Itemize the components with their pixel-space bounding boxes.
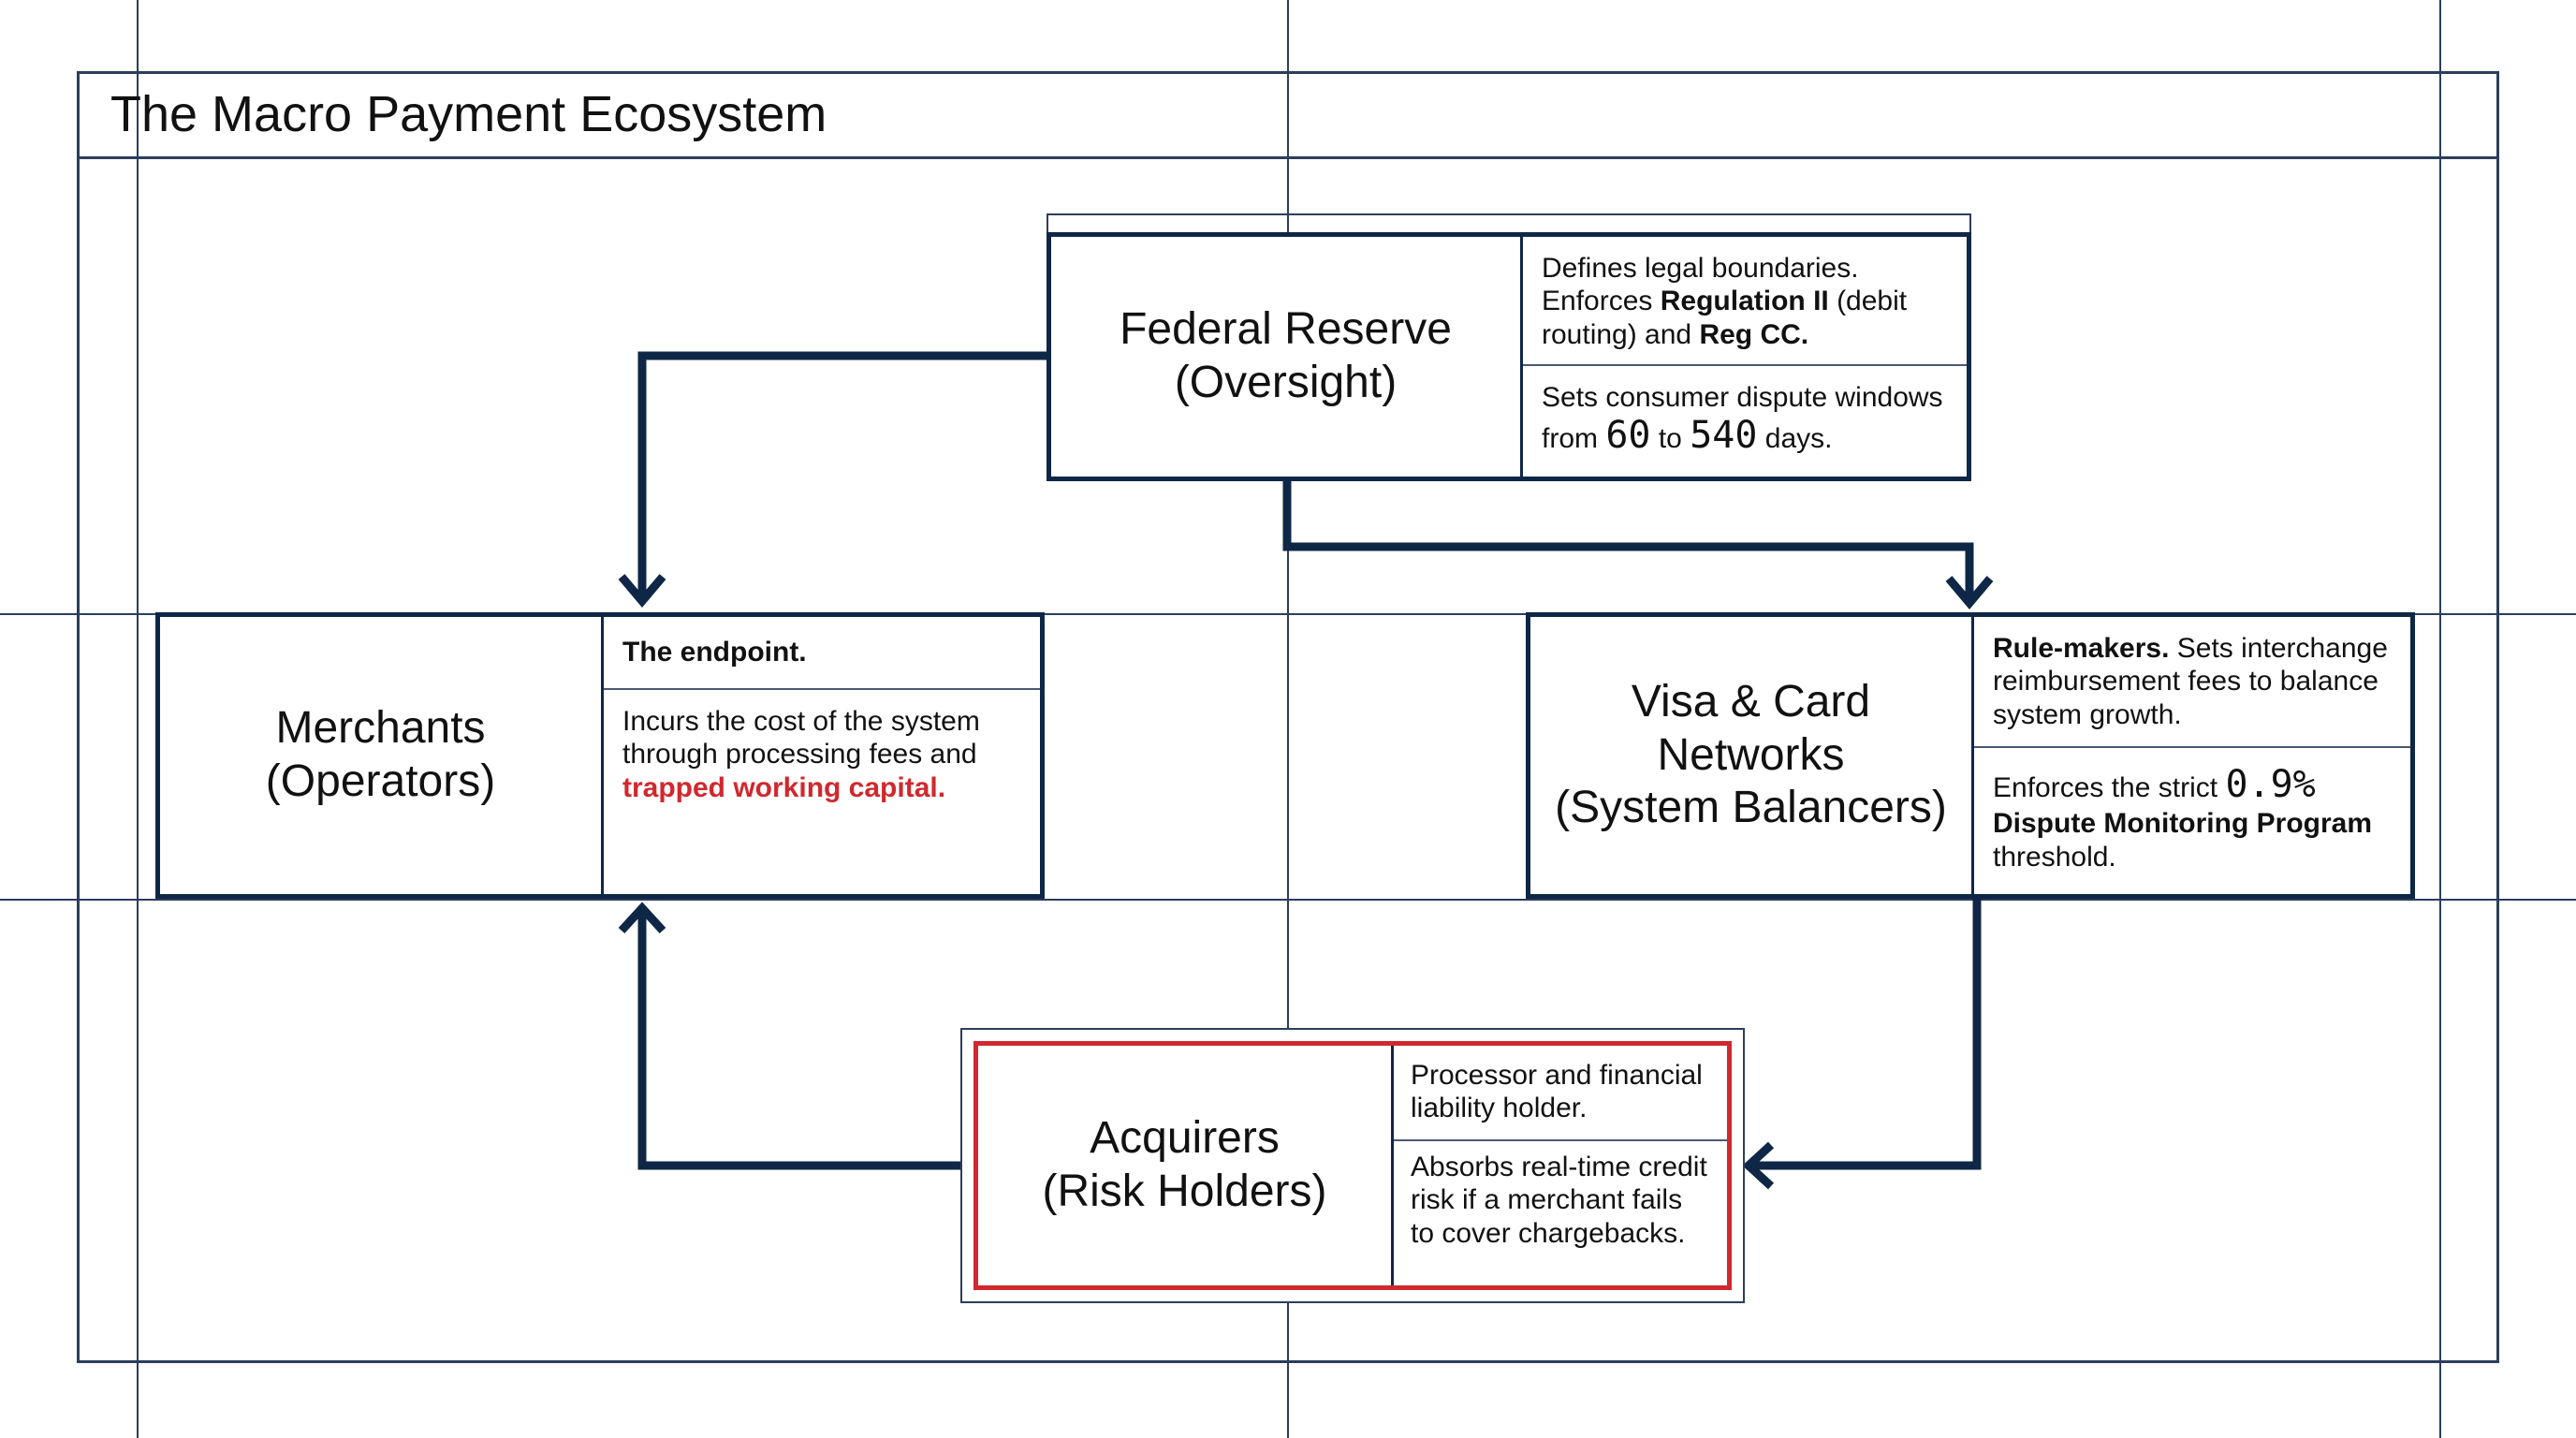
acquirers-info: Processor and financial liability holder… bbox=[1394, 1046, 1727, 1285]
arrowhead-acquirers-right bbox=[1742, 1141, 1775, 1190]
visa-threshold-text: threshold. bbox=[1993, 841, 2116, 873]
page-title: The Macro Payment Ecosystem bbox=[110, 85, 827, 142]
visa-networks-cell-1: Rule-makers. Sets interchange reimbursem… bbox=[1974, 617, 2410, 746]
visa-networks-info: Rule-makers. Sets interchange reimbursem… bbox=[1974, 617, 2410, 894]
visa-subtitle: (System Balancers) bbox=[1555, 783, 1947, 833]
merchants-cost-text: Incurs the cost of the system through pr… bbox=[622, 706, 980, 770]
visa-title-2: Networks bbox=[1657, 729, 1845, 780]
title-bar: The Macro Payment Ecosystem bbox=[77, 71, 2499, 159]
fed-text-2: (debit routing) and bbox=[1542, 286, 1908, 350]
merchants-endpoint: The endpoint. bbox=[622, 637, 807, 668]
fed-regulation-ii: Regulation II bbox=[1660, 286, 1829, 317]
arrow-fed-to-visa bbox=[1282, 479, 1974, 601]
acquirers-title: Acquirers bbox=[1090, 1113, 1280, 1164]
visa-interchange-text: Sets interchange reimbursement fees to b… bbox=[1993, 633, 2388, 730]
arrow-visa-to-acquirers bbox=[1750, 897, 1982, 1170]
visa-networks-node: Visa & Card Networks (System Balancers) … bbox=[1526, 612, 2415, 899]
acquirers-subtitle: (Risk Holders) bbox=[1042, 1167, 1327, 1216]
grid-line-h2 bbox=[0, 899, 2576, 901]
acquirers-role-text: Processor and financial liability holder… bbox=[1411, 1060, 1703, 1124]
grid-line-v1 bbox=[137, 0, 139, 1438]
merchants-title: Merchants bbox=[275, 703, 486, 754]
arrowhead-visa-top bbox=[1945, 576, 1994, 609]
merchants-node: Merchants (Operators) The endpoint. Incu… bbox=[155, 612, 1045, 899]
visa-dmp-name: Dispute Monitoring Program bbox=[1993, 808, 2372, 840]
federal-reserve-name: Federal Reserve (Oversight) bbox=[1051, 237, 1523, 477]
fed-text-1: Defines legal boundaries. Enforces bbox=[1542, 253, 1859, 317]
visa-rule-makers: Rule-makers. bbox=[1993, 633, 2170, 664]
merchants-subtitle: (Operators) bbox=[265, 756, 496, 806]
visa-threshold-value: 0.9% bbox=[2225, 763, 2316, 806]
arrowhead-merchants-top bbox=[618, 574, 666, 608]
merchants-cell-1: The endpoint. bbox=[604, 617, 1040, 688]
acquirers-cell-1: Processor and financial liability holder… bbox=[1394, 1046, 1727, 1139]
acquirers-risk-text: Absorbs real-time credit risk if a merch… bbox=[1411, 1152, 1707, 1249]
fed-window-min: 60 bbox=[1605, 414, 1651, 458]
diagram-frame bbox=[77, 71, 2499, 1363]
grid-line-h1 bbox=[0, 613, 2576, 615]
grid-line-v2 bbox=[1287, 0, 1289, 1438]
federal-reserve-title: Federal Reserve bbox=[1120, 304, 1452, 355]
federal-reserve-info: Defines legal boundaries. Enforces Regul… bbox=[1523, 237, 1967, 477]
fed-window-text-3: days. bbox=[1757, 423, 1833, 455]
merchants-trapped-capital: trapped working capital. bbox=[622, 771, 946, 803]
visa-title-1: Visa & Card bbox=[1631, 677, 1871, 727]
arrow-acquirers-to-merchants bbox=[637, 908, 977, 1170]
merchants-cell-2: Incurs the cost of the system through pr… bbox=[604, 688, 1040, 894]
fed-reg-cc: Reg CC. bbox=[1699, 318, 1809, 350]
visa-networks-name: Visa & Card Networks (System Balancers) bbox=[1530, 617, 1974, 894]
visa-networks-cell-2: Enforces the strict 0.9% Dispute Monitor… bbox=[1974, 746, 2410, 894]
acquirers-name: Acquirers (Risk Holders) bbox=[978, 1046, 1394, 1285]
grid-line-v3 bbox=[2439, 0, 2441, 1438]
acquirers-node: Acquirers (Risk Holders) Processor and f… bbox=[973, 1041, 1732, 1290]
federal-reserve-node: Federal Reserve (Oversight) Defines lega… bbox=[1046, 232, 1971, 481]
federal-reserve-subtitle: (Oversight) bbox=[1174, 358, 1398, 407]
federal-reserve-cell-2: Sets consumer dispute windows from 60 to… bbox=[1523, 364, 1967, 477]
federal-reserve-cell-1: Defines legal boundaries. Enforces Regul… bbox=[1523, 237, 1967, 364]
fed-window-max: 540 bbox=[1690, 414, 1758, 458]
merchants-info: The endpoint. Incurs the cost of the sys… bbox=[604, 617, 1040, 894]
arrow-fed-to-merchants bbox=[637, 351, 1048, 599]
fed-window-text-2: to bbox=[1650, 423, 1690, 455]
visa-enforces-text: Enforces the strict bbox=[1993, 772, 2226, 803]
fed-window-text-1: Sets consumer dispute windows from bbox=[1542, 382, 1943, 455]
merchants-name: Merchants (Operators) bbox=[160, 617, 604, 894]
arrowhead-merchants-bottom bbox=[618, 902, 666, 934]
acquirers-cell-2: Absorbs real-time credit risk if a merch… bbox=[1394, 1139, 1727, 1285]
